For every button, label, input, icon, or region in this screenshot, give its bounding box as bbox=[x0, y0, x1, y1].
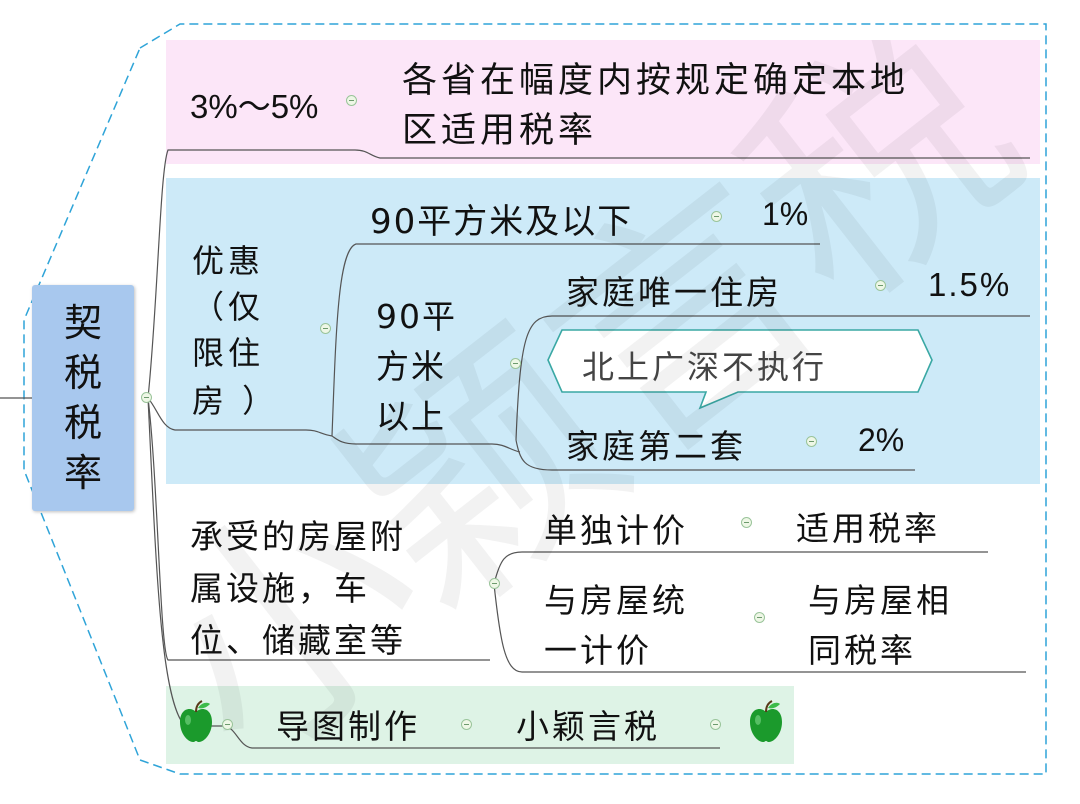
minus-circle-icon[interactable] bbox=[875, 280, 886, 291]
minus-circle-icon[interactable] bbox=[510, 358, 521, 369]
credit-label[interactable]: 导图制作 bbox=[276, 707, 420, 746]
over90-label-line: 方米 bbox=[376, 347, 446, 386]
minus-circle-icon[interactable] bbox=[806, 436, 817, 447]
attached-label-line: 位、储藏室等 bbox=[190, 621, 406, 660]
over90-label-line[interactable]: 90平 bbox=[376, 297, 457, 336]
minus-circle-icon[interactable] bbox=[489, 578, 500, 589]
rate-range-label[interactable]: 3%～5% bbox=[190, 88, 319, 125]
root-char: 契 bbox=[63, 301, 102, 345]
second-house-label[interactable]: 家庭第二套 bbox=[566, 427, 746, 466]
attached-label-line[interactable]: 承受的房屋附 bbox=[190, 517, 406, 556]
apple-icon bbox=[180, 700, 212, 742]
root-char: 税 bbox=[63, 401, 102, 445]
minus-circle-icon[interactable] bbox=[711, 211, 722, 222]
root-char: 税 bbox=[63, 351, 102, 395]
second-house-rate[interactable]: 2% bbox=[858, 422, 905, 458]
under90-label[interactable]: 90平方米及以下 bbox=[370, 202, 634, 242]
unified-rate-line: 同税率 bbox=[808, 631, 916, 670]
separate-rate[interactable]: 适用税率 bbox=[796, 509, 940, 548]
minus-circle-icon[interactable] bbox=[710, 719, 721, 730]
minus-circle-icon[interactable] bbox=[222, 719, 233, 730]
minus-circle-icon[interactable] bbox=[346, 95, 357, 106]
minus-circle-icon[interactable] bbox=[741, 517, 752, 528]
rate-range-desc-line1[interactable]: 各省在幅度内按规定确定本地 bbox=[402, 61, 910, 101]
preferential-label-line[interactable]: 优惠 bbox=[192, 242, 265, 280]
root-node[interactable]: 契 税 税 率 bbox=[32, 285, 134, 511]
only-house-label[interactable]: 家庭唯一住房 bbox=[566, 273, 782, 312]
root-char: 率 bbox=[63, 451, 102, 495]
unified-label-line[interactable]: 与房屋统 bbox=[544, 581, 688, 620]
rate-range-desc-line2: 区适用税率 bbox=[402, 111, 598, 151]
minus-circle-icon[interactable] bbox=[320, 323, 331, 334]
unified-label-line: 一计价 bbox=[544, 631, 652, 670]
separate-label[interactable]: 单独计价 bbox=[544, 511, 688, 550]
credit-background bbox=[166, 686, 794, 764]
note-callout-shape bbox=[547, 329, 933, 410]
apple-icon bbox=[750, 700, 782, 742]
minus-circle-icon[interactable] bbox=[141, 392, 152, 403]
under90-rate[interactable]: 1% bbox=[762, 196, 809, 232]
preferential-label-line: 房 ） bbox=[192, 382, 279, 420]
over90-label-line: 以上 bbox=[376, 397, 446, 436]
credit-author[interactable]: 小颖言税 bbox=[516, 707, 660, 746]
rate-range-background bbox=[166, 40, 1040, 164]
dashed-frame bbox=[23, 23, 1047, 775]
minus-circle-icon[interactable] bbox=[754, 612, 765, 623]
attached-label-line: 属设施，车 bbox=[190, 569, 370, 608]
unified-rate-line[interactable]: 与房屋相 bbox=[808, 581, 952, 620]
preferential-label-line: （仅 bbox=[192, 288, 265, 326]
note-text[interactable]: 北上广深不执行 bbox=[582, 348, 828, 386]
minus-circle-icon[interactable] bbox=[461, 719, 472, 730]
preferential-label-line: 限住 bbox=[192, 334, 265, 372]
only-house-rate[interactable]: 1.5% bbox=[928, 266, 1012, 303]
